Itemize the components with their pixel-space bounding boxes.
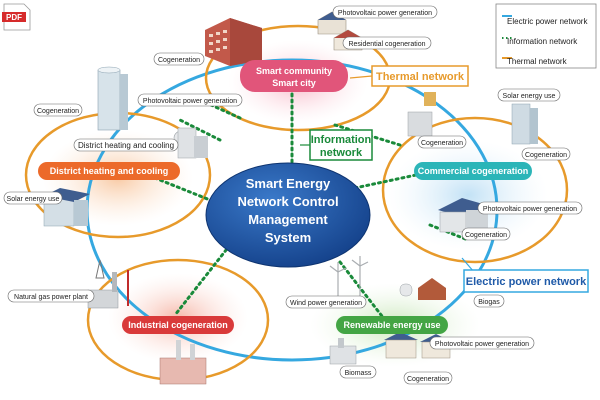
legend: Electric power network Information netwo… (495, 3, 597, 69)
callout-information-network: Information network (300, 129, 373, 161)
natural-gas-plant-icon (87, 259, 129, 309)
information-network-callout-line-2: network (320, 147, 363, 159)
apartment-building-icon (205, 18, 262, 66)
smart-community-line-1: Smart community (256, 66, 332, 76)
hub-line-4: System (265, 230, 311, 245)
thermal-network-callout-text: Thermal network (376, 71, 465, 83)
label-pv-right: Photovoltaic power generation (483, 206, 577, 213)
renewable-energy-label: Renewable energy use (343, 320, 440, 330)
label-solar-left: Solar energy use (7, 196, 60, 203)
label-wind: Wind power generation (290, 300, 362, 307)
pdf-icon: PDF (6, 13, 22, 22)
label-cogeneration-right-2: Cogeneration (525, 152, 567, 159)
label-cogeneration-top: Cogeneration (158, 57, 200, 64)
small-label-texts: Photovoltaic power generation Residentia… (7, 10, 578, 383)
industrial-cogeneration-label: Industrial cogeneration (128, 320, 228, 330)
hub-line-3: Management (248, 212, 328, 227)
office-tower-icon (97, 66, 128, 131)
biomass-facility-icon (329, 338, 357, 365)
thermal-network-rings (24, 24, 569, 382)
label-biomass: Biomass (345, 370, 372, 377)
callout-electric-power-network: Electric power network (461, 257, 589, 293)
hub-line-1: Smart Energy (246, 176, 331, 191)
label-cogeneration-right-1: Cogeneration (421, 140, 463, 147)
commercial-cogeneration-label: Commercial cogeneration (418, 166, 529, 176)
information-network-links (153, 80, 470, 322)
node-district-heating[interactable]: District heating and cooling (38, 162, 180, 180)
label-natural-gas: Natural gas power plant (14, 294, 88, 301)
pv-building-right-icon (438, 198, 490, 233)
legend-information-label: Information network (507, 37, 578, 46)
label-solar-right: Solar energy use (503, 93, 556, 100)
wind-turbines-icon (329, 256, 369, 296)
node-renewable-energy[interactable]: Renewable energy use (336, 316, 448, 334)
pdf-badge[interactable]: PDF (2, 3, 31, 31)
node-smart-community[interactable]: Smart community Smart city (240, 60, 348, 92)
electric-power-network-callout-text: Electric power network (466, 276, 587, 288)
label-cogeneration-right-3: Cogeneration (465, 232, 507, 239)
node-industrial-cogeneration[interactable]: Industrial cogeneration (122, 316, 234, 334)
label-pv-bottom: Photovoltaic power generation (435, 341, 529, 348)
label-biogas: Biogas (478, 299, 500, 306)
district-heating-label: District heating and cooling (50, 166, 169, 176)
legend-electric-label: Electric power network (507, 17, 588, 26)
smart-community-line-2: Smart city (272, 78, 316, 88)
label-cogeneration-left: Cogeneration (37, 108, 79, 115)
label-district-heating: District heating and cooling (78, 141, 174, 150)
information-network-callout-line-1: Information (311, 134, 372, 146)
label-residential-cogeneration: Residential cogeneration (348, 41, 425, 48)
label-pv-mid-top: Photovoltaic power generation (143, 98, 237, 105)
label-cogeneration-bottom: Cogeneration (407, 376, 449, 383)
commercial-buildings-icon (407, 92, 538, 145)
legend-thermal-label: Thermal network (507, 57, 568, 66)
callout-thermal-network: Thermal network (349, 65, 469, 87)
small-labels (3, 5, 583, 385)
district-heating-plant-icon (173, 127, 208, 159)
node-commercial-cogeneration[interactable]: Commercial cogeneration (414, 162, 532, 180)
hub-line-2: Network Control (237, 194, 338, 209)
industrial-plant-icon (159, 340, 207, 385)
control-system-hub[interactable]: Smart Energy Network Control Management … (205, 162, 371, 268)
label-pv-top: Photovoltaic power generation (338, 10, 432, 17)
biogas-facility-icon (399, 278, 446, 300)
